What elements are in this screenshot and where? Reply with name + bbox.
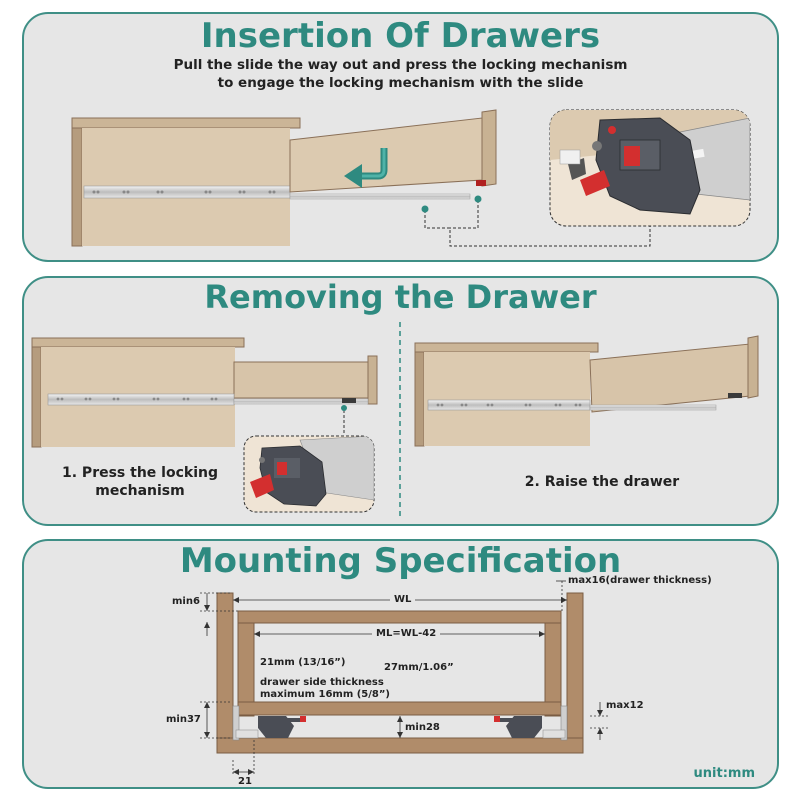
- step1-line2: mechanism: [95, 483, 185, 499]
- dim-max16: max16(drawer thickness): [568, 575, 712, 586]
- insertion-cabinet: [71, 117, 301, 247]
- mounting-diagram: [216, 592, 584, 754]
- locking-mechanism-inset-top: [549, 109, 751, 227]
- removing-cabinet-right: [414, 335, 759, 447]
- dim-side-line1: drawer side thickness: [260, 677, 384, 688]
- dimension-arrows: [204, 597, 603, 775]
- insertion-callout-lines: [424, 200, 651, 247]
- dim-min28: min28: [405, 722, 440, 733]
- dim-wl: WL: [390, 594, 416, 605]
- step2-label: 2. Raise the drawer: [524, 474, 680, 490]
- removing-title: Removing the Drawer: [204, 278, 597, 316]
- dim-min6: min6: [172, 596, 200, 607]
- insertion-drawer: [289, 109, 497, 193]
- dim-ml: ML=WL-42: [372, 628, 441, 639]
- insertion-subtitle-line1: Pull the slide the way out and press the…: [173, 57, 628, 73]
- dim-side-line2: maximum 16mm (5/8”): [260, 689, 391, 700]
- step1-line1: 1. Press the locking: [62, 465, 218, 481]
- locking-mechanism-inset-left: [243, 435, 375, 513]
- insertion-subtitle-line2: to engage the locking mechanism with the…: [217, 75, 584, 91]
- dim-21mm: 21mm (13/16”): [260, 657, 346, 668]
- unit-label: unit:mm: [693, 766, 755, 781]
- mounting-title: Mounting Specification: [179, 541, 622, 581]
- removing-cabinet-left: [31, 337, 378, 448]
- dim-27mm: 27mm/1.06”: [384, 662, 454, 673]
- step1-label: 1. Press the locking mechanism: [60, 464, 220, 500]
- dim-21: 21: [238, 776, 252, 787]
- insertion-slide: [83, 185, 471, 200]
- dim-min37: min37: [166, 714, 201, 725]
- insert-arrow-icon: [344, 148, 388, 188]
- insertion-title: Insertion Of Drawers: [200, 16, 601, 56]
- dim-max12: max12: [606, 700, 644, 711]
